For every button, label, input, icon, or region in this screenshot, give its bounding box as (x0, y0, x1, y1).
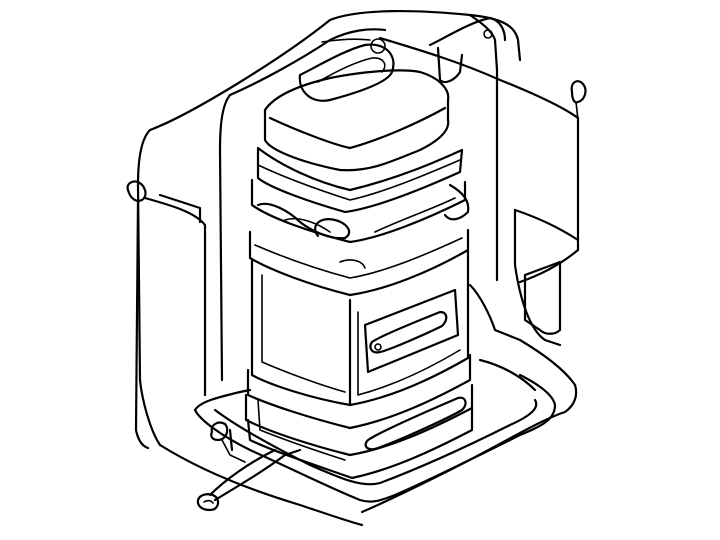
tray-right-lip (393, 373, 557, 497)
band-1 (256, 146, 464, 214)
bottom-left-panel (257, 399, 346, 461)
outer-frame (136, 10, 522, 527)
tray-front-edge (228, 428, 234, 452)
frame-tab-top (428, 16, 507, 47)
left-cable-run (143, 196, 207, 397)
tray-rim-right (478, 358, 537, 392)
bottom-connector (210, 421, 229, 442)
central-stack (244, 38, 474, 480)
band-2-rightclasp (443, 183, 470, 221)
band-3-wrap (339, 259, 366, 269)
frame-right-post-top (468, 13, 499, 72)
handle (298, 43, 395, 102)
handle-strap (321, 38, 371, 43)
top-cap-front (263, 98, 450, 172)
cable-run-top (378, 36, 580, 120)
top-cap-ledge (268, 106, 447, 150)
right-panel-box (523, 260, 562, 335)
frame-left-outer-edge (136, 128, 162, 447)
left-cable (126, 180, 207, 450)
band-2-clasps (256, 202, 351, 240)
handle-inner (317, 57, 386, 83)
tray-inner-rim (213, 398, 538, 486)
left-clip (126, 180, 147, 202)
handle-pin (370, 38, 386, 54)
bottom-cable-run-2 (208, 448, 277, 497)
band-2-detail (284, 197, 456, 233)
body-slot-frame (363, 288, 460, 374)
frame-bottom-curve (158, 443, 364, 527)
cable-clip-right (570, 80, 587, 104)
bottom-clip (196, 493, 220, 512)
bottom-clip-inner (203, 499, 214, 504)
body-slot-screw (374, 343, 382, 351)
bottom-band-2 (244, 383, 474, 457)
bottom-band-1 (246, 353, 472, 430)
body-slot (369, 310, 448, 354)
frame-tab-side (436, 46, 464, 84)
tray-outer (193, 388, 252, 412)
right-panel (360, 208, 580, 514)
band-2 (250, 178, 467, 244)
top-cap-top (263, 69, 450, 112)
frame-left-inner-edge (218, 93, 232, 382)
band-1-line (257, 159, 461, 201)
cable-run-right (518, 116, 580, 284)
main-body-left-inner (261, 274, 346, 393)
band-3-line (254, 237, 463, 279)
left-cable-down (134, 198, 150, 450)
main-body-right-inner (357, 311, 461, 396)
bottom-connector-lead (221, 439, 246, 463)
right-panel-lower (468, 283, 577, 387)
left-bracket (158, 193, 202, 224)
right-panel-outer (513, 208, 562, 347)
base-tray (193, 358, 557, 503)
main-body-front-right (348, 248, 470, 407)
bottom-left-cable (196, 421, 302, 512)
frame-top-inner (228, 28, 387, 97)
band-3 (248, 228, 470, 297)
tray-left-lip (193, 408, 397, 503)
bottom-band-3 (246, 406, 474, 480)
bottom-cable-run (213, 448, 302, 502)
bottom-slot (364, 396, 467, 451)
right-cable (378, 36, 587, 284)
right-panel-top (513, 208, 580, 242)
frame-top-edge (148, 10, 522, 132)
cable-clip-right-tail (575, 101, 579, 121)
frame-tab-hole (483, 29, 493, 39)
right-base-edge (360, 383, 578, 514)
main-body-front-left (250, 258, 352, 407)
